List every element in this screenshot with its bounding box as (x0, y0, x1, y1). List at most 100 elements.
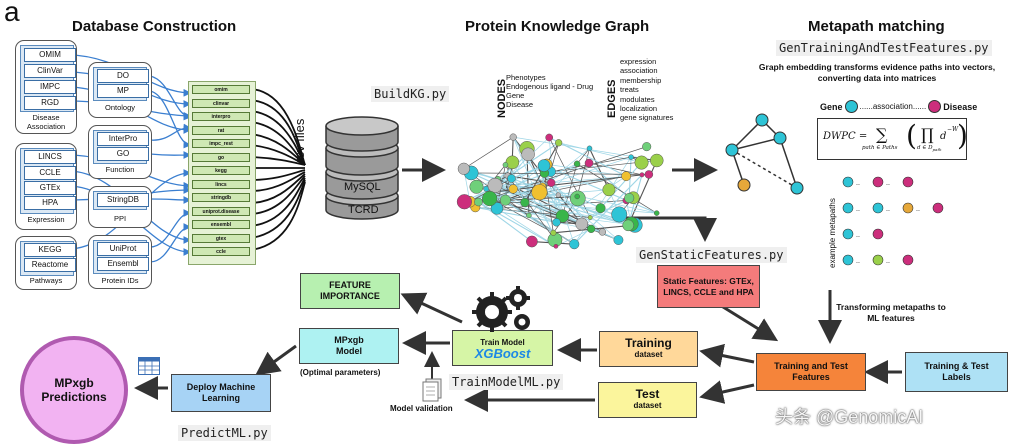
knowledge-graph-network (452, 116, 682, 256)
document-icon (421, 378, 443, 402)
formula-lhs: DWPC = (823, 131, 867, 142)
group-caption: Ontology (89, 103, 151, 112)
group-ontology: DO MP Ontology (88, 62, 152, 118)
db-label-tcrd: TCRD (348, 204, 379, 216)
metapath-node (903, 255, 913, 265)
graph-node (569, 239, 579, 249)
example-metapaths: ................ (838, 172, 968, 272)
train-model-box: Train Model XGBoost (452, 330, 553, 366)
feature-importance-box: FEATURE IMPORTANCE (300, 273, 400, 309)
training-test-features-box: Training and Test Features (756, 353, 866, 391)
dwpc-formula-box: DWPC = ∑ path ∈ Paths ( ∏ d ∈ Dpath d −W… (817, 118, 967, 160)
graph-node (574, 161, 580, 167)
group-disease-association: OMIM ClinVar IMPC RGD Disease Associatio… (15, 40, 77, 134)
graph-node (526, 236, 537, 247)
tsv-file: lincs (192, 180, 250, 189)
metapath-node (873, 203, 883, 213)
group-function: InterPro GO Function (88, 125, 152, 179)
graph-node (587, 225, 595, 233)
prod-subscript: d ∈ Dpath (917, 145, 942, 152)
source-uniprot: UniProt (97, 242, 149, 256)
graph-node (642, 142, 651, 151)
association-label: ......association...... (860, 102, 927, 111)
tsv-file: kegg (192, 166, 250, 175)
graph-node (506, 156, 519, 169)
graph-node (509, 185, 518, 194)
graph-node (623, 220, 634, 231)
graph-node (635, 156, 648, 169)
tsv-file: interpro (192, 112, 250, 121)
script-gentrainingandtest: GenTrainingAndTestFeatures.py (776, 40, 992, 56)
metapath-node (843, 203, 853, 213)
node-type: Gene (506, 91, 593, 100)
graph-node (603, 183, 615, 195)
source-clinvar: ClinVar (24, 64, 76, 78)
training-dataset-box: Training dataset (599, 331, 698, 367)
training-subtitle: dataset (634, 349, 662, 360)
source-mp: MP (97, 84, 149, 98)
deploy-ml-box: Deploy Machine Learning (171, 374, 271, 412)
graph-node (629, 155, 634, 160)
graph-node (614, 235, 623, 244)
prod-subscript-main: d ∈ D (917, 145, 933, 151)
source-impc: IMPC (24, 80, 76, 94)
test-dataset-box: Test dataset (598, 382, 697, 418)
graph-node (576, 218, 588, 230)
tsv-file: omim (192, 85, 250, 94)
graph-node (556, 193, 561, 198)
graph-node (546, 134, 553, 141)
source-gtex: GTEx (24, 181, 76, 195)
graph-node (624, 193, 634, 203)
graph-node (553, 218, 561, 226)
edge-type: modulates (620, 95, 673, 104)
graph-node (474, 198, 482, 206)
group-caption: Pathways (16, 276, 76, 285)
model-validation-label: Model validation (390, 404, 453, 413)
source-go: GO (97, 147, 149, 161)
graph-node (587, 146, 592, 151)
graph-node (507, 174, 515, 182)
edges-heading: EDGES (606, 79, 618, 118)
graph-node (522, 148, 535, 161)
gears-icon (470, 284, 540, 332)
graph-node (555, 139, 562, 146)
source-do: DO (97, 69, 149, 83)
edge-type: treats (620, 85, 673, 94)
edge-type: association (620, 66, 673, 75)
tsv-file: clinvar (192, 99, 250, 108)
graph-node (503, 162, 508, 167)
mpxgb-model-box: MPxgb Model (299, 328, 399, 364)
optimal-parameters-label: (Optimal parameters) (300, 368, 380, 377)
metapath-node (843, 177, 853, 187)
open-paren: ( (906, 119, 917, 152)
training-test-labels-box: Training & Test Labels (905, 352, 1008, 392)
tsv-file: stringdb (192, 193, 250, 202)
tsv-file: go (192, 153, 250, 162)
tsv-file: impc_rest (192, 139, 250, 148)
group-ppi: StringDB PPI (88, 186, 152, 228)
training-title: Training (625, 338, 672, 349)
formula-term: d (940, 131, 946, 142)
xgboost-label: XGBoost (475, 348, 531, 359)
metapath-dots: .. (916, 206, 920, 213)
test-subtitle: dataset (633, 400, 661, 411)
graph-node (538, 159, 550, 171)
graph-node (500, 195, 510, 205)
graph-node (650, 154, 663, 167)
group-protein-ids: UniProt Ensembl Protein IDs (88, 235, 152, 289)
tsv-files-label: tsv files (292, 119, 307, 162)
nodes-list: Phenotypes Endogenous ligand - Drug Gene… (506, 73, 593, 109)
source-hpa: HPA (24, 196, 76, 210)
edge-type: expression (620, 57, 673, 66)
source-ensembl: Ensembl (97, 257, 149, 271)
table-icon (138, 357, 160, 375)
source-interpro: InterPro (97, 132, 149, 146)
tsv-file: rat (192, 126, 250, 135)
metapath-node (843, 229, 853, 239)
graph-node (645, 170, 653, 178)
graph-node (599, 229, 606, 236)
db-label-mysql: MySQL (344, 181, 381, 193)
sum-subscript: path ∈ Paths (862, 145, 897, 151)
metapath-node (873, 177, 883, 187)
graph-node (585, 159, 593, 167)
